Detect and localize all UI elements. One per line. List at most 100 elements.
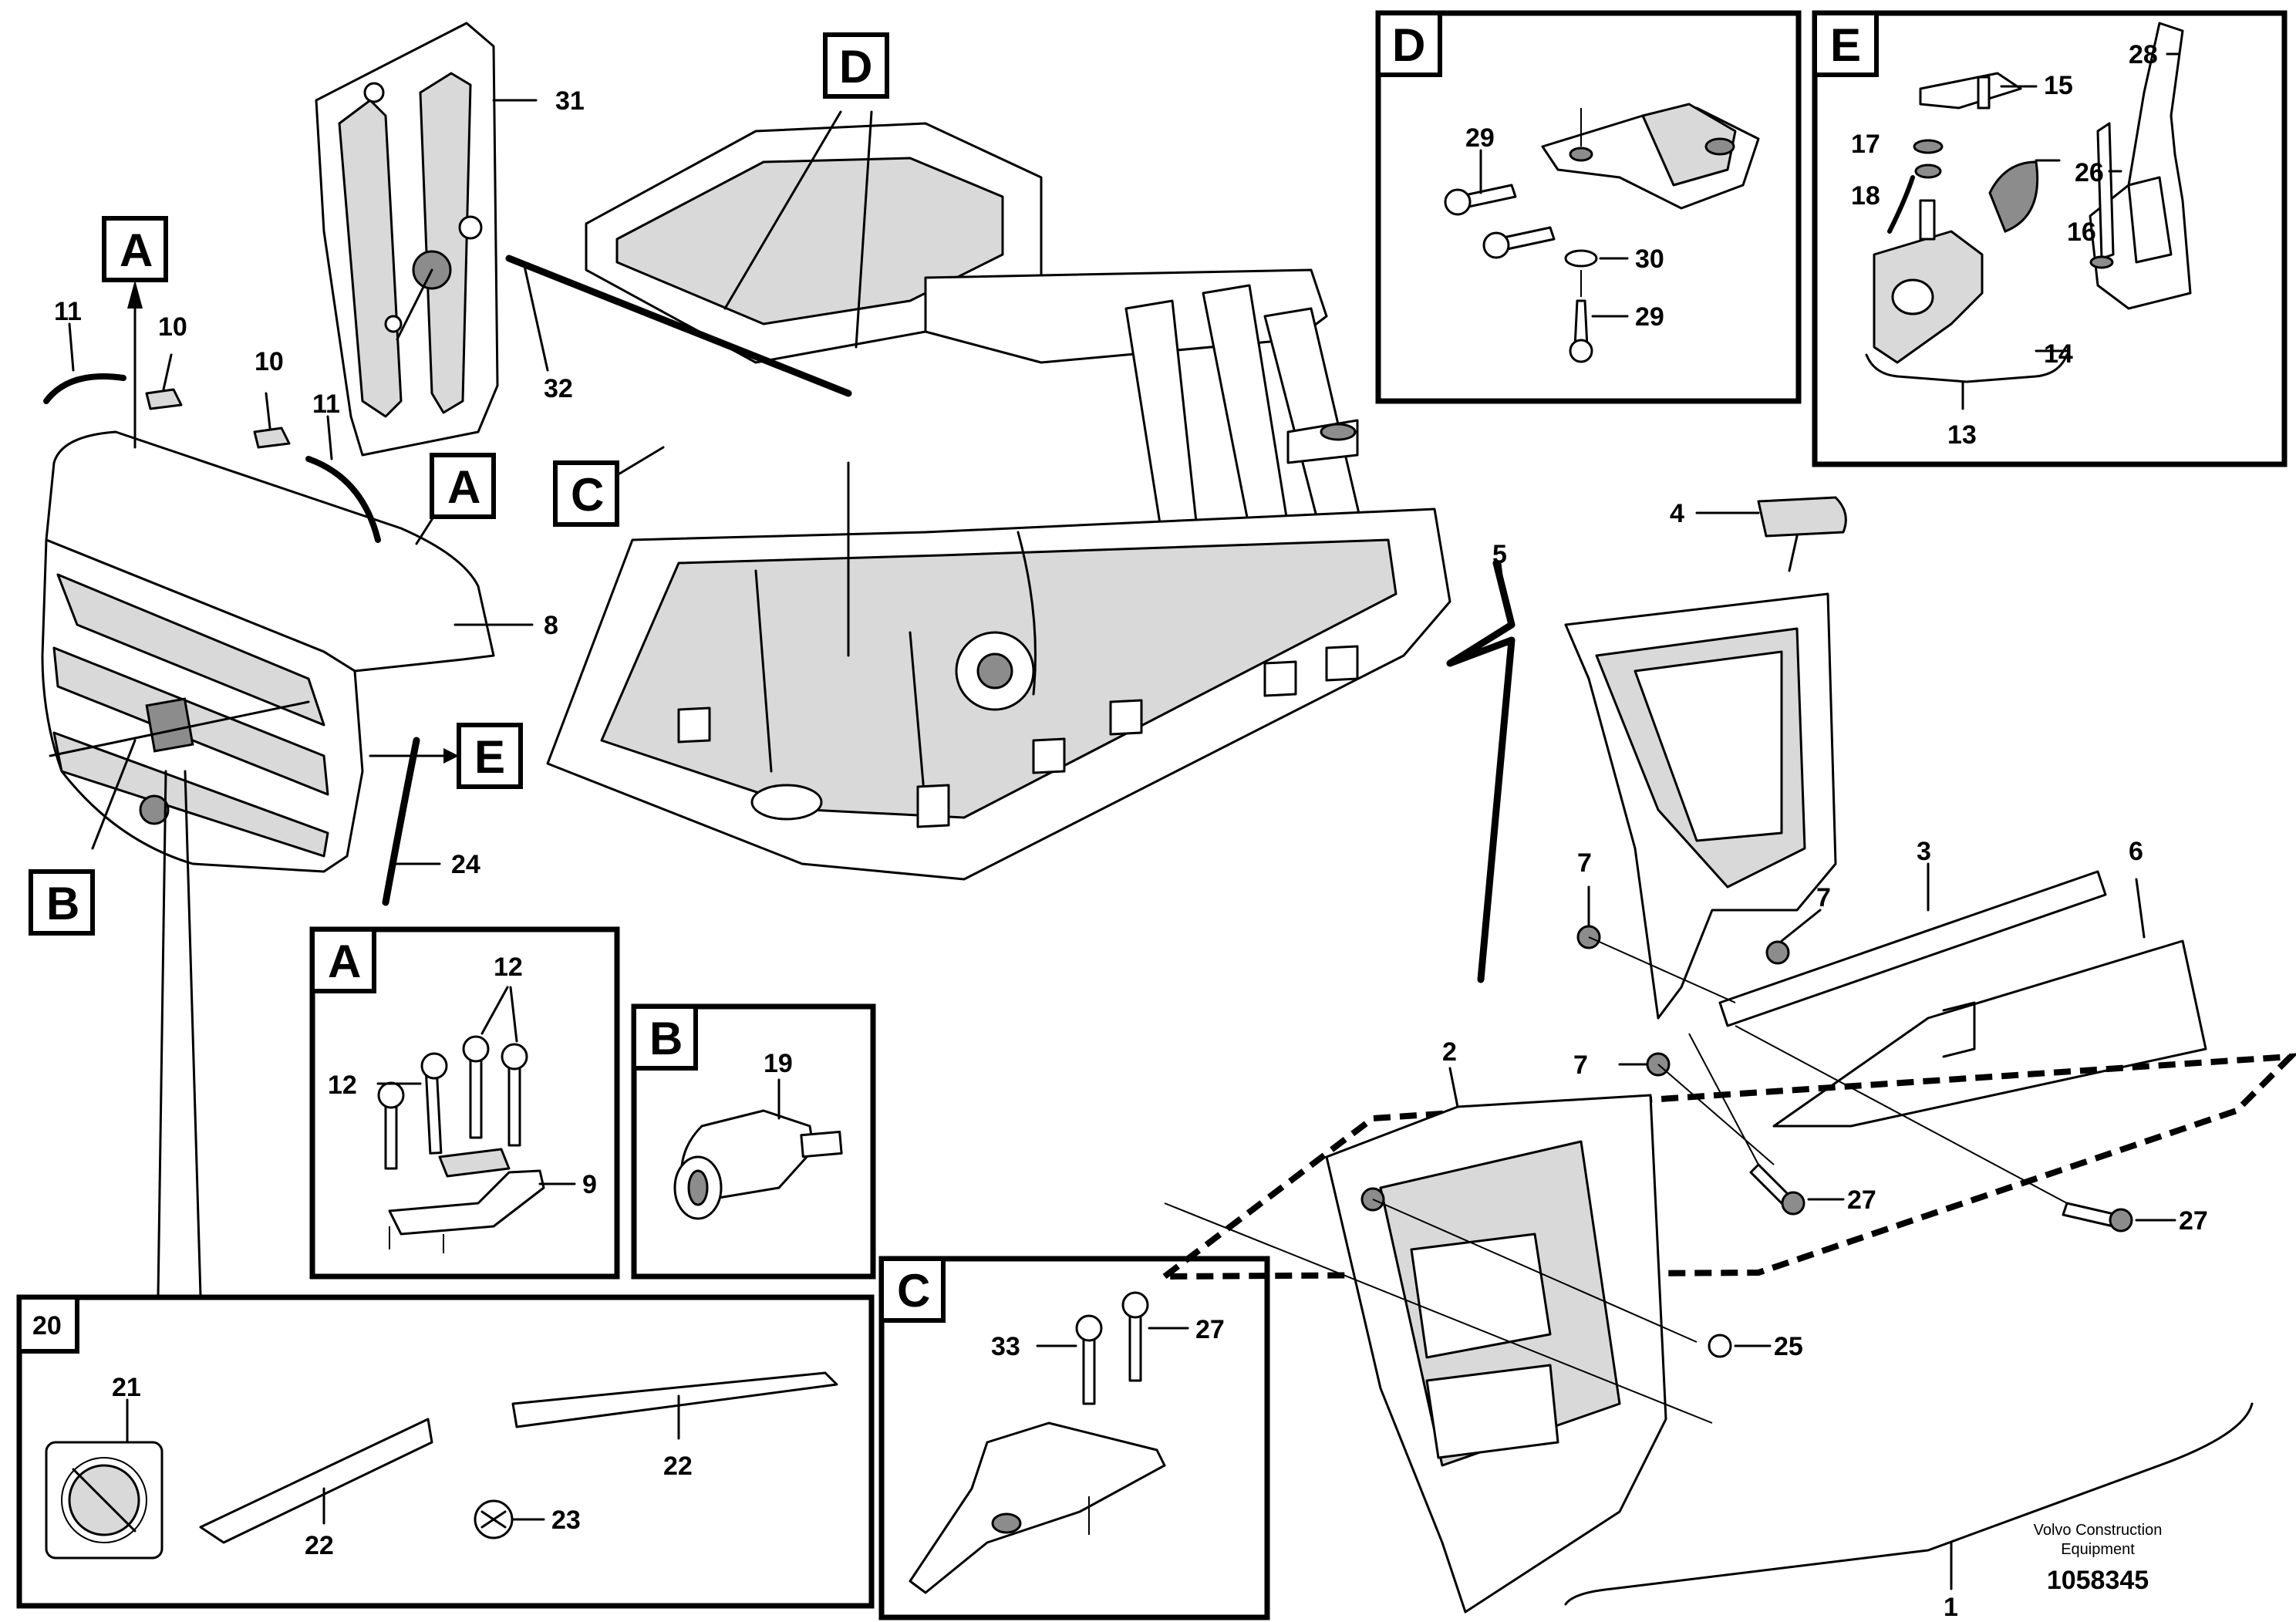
door-frame [1564,592,1837,1020]
label-7a: 7 [1577,848,1592,878]
label-21: 21 [112,1373,141,1402]
label-32: 32 [544,374,573,403]
callout-c-detail: C [879,1256,946,1323]
assembly-outline [1155,1053,2296,1280]
part-4-handle [1757,496,1847,572]
svg-text:C: C [897,1265,930,1317]
svg-text:E: E [1830,19,1861,71]
label-3: 3 [1917,837,1931,866]
part-1-bracket [1564,1402,2254,1606]
label-9: 9 [582,1170,597,1199]
label-22b: 22 [663,1452,693,1481]
label-12a: 12 [494,953,523,982]
callout-c-main[interactable]: C [553,460,619,527]
part-number-labels: 31 32 11 10 10 11 8 24 12 12 9 19 21 22 … [54,40,2208,1622]
callout-e-detail: E [1812,11,1879,77]
brand-line-1: Volvo Construction [2034,1522,2163,1539]
callout-d-main[interactable]: D [823,32,889,99]
label-4: 4 [1670,499,1684,528]
detail-e-parts [1873,22,2192,364]
part-21-emblem [45,1441,164,1560]
detail-20-label-box [17,1295,79,1354]
part-31-panel [315,22,499,457]
detail-c-frame [878,1256,1270,1620]
label-11a: 11 [54,297,82,326]
detail-b-frame [631,1003,876,1280]
part-19-lock [673,1109,843,1220]
callout-d-detail: D [1376,11,1442,77]
callout-b-detail: B [632,1004,698,1071]
svg-text:A: A [328,936,361,987]
label-33: 33 [991,1332,1020,1361]
detail-e-frame [1812,10,2288,467]
part-3-plate [1718,870,2107,1027]
part-27-bolt [1749,1163,2133,1233]
part-5-seal [1446,559,1515,983]
callout-a-top[interactable]: A [102,216,168,309]
part-6-plate [1772,939,2207,1128]
detail-d-parts [1444,103,1760,363]
label-26: 26 [2075,158,2104,187]
label-27b: 27 [1847,1185,1876,1215]
svg-text:B: B [46,878,79,929]
brand-line-2: Equipment [2061,1541,2135,1558]
drawing-number: 1058345 [2047,1566,2149,1595]
label-20: 20 [32,1311,62,1340]
svg-text:C: C [571,469,604,521]
label-29a: 29 [1465,123,1495,153]
part-7-nut [1576,925,1790,1077]
label-28: 28 [2129,40,2158,69]
part-22-trim [199,1371,838,1544]
label-11b: 11 [312,389,340,419]
label-5: 5 [1492,540,1507,569]
label-17: 17 [1851,130,1880,159]
svg-text:D: D [839,41,872,93]
callout-a-mid[interactable]: A [430,453,496,519]
part-8-front-panel [41,430,495,873]
label-23: 23 [551,1506,581,1535]
footer-brand: Volvo Construction Equipment 1058345 [2034,1522,2163,1595]
detail-c-parts [909,1291,1166,1594]
callout-a-detail: A [310,927,376,993]
detail-a-frame [309,926,620,1280]
label-30: 30 [1635,244,1664,274]
svg-text:E: E [474,731,505,783]
label-29b: 29 [1635,302,1664,332]
part-13-brace [1865,353,2068,383]
callout-b-main[interactable]: B [29,869,95,936]
label-27c: 27 [2179,1206,2208,1236]
detail-20-frame [16,1294,875,1609]
label-7b: 7 [1816,883,1831,912]
cab-frame [546,122,1451,881]
label-31: 31 [555,86,585,116]
label-1: 1 [1944,1593,1958,1622]
svg-text:A: A [447,461,480,513]
svg-text:D: D [1392,19,1425,71]
part-25-washer [1708,1334,1732,1358]
part-11-trim [43,322,381,543]
label-16: 16 [2067,218,2096,247]
label-8: 8 [544,611,558,640]
svg-text:A: A [120,224,153,276]
svg-text:B: B [649,1013,683,1064]
part-2-door-panel [1325,1094,1667,1614]
part-23-clip [474,1499,514,1539]
label-6: 6 [2129,837,2143,866]
label-18: 18 [1851,181,1880,211]
label-12b: 12 [328,1071,357,1100]
label-15: 15 [2044,71,2073,100]
detail-a-parts [377,1035,545,1253]
label-24: 24 [451,850,480,879]
label-10a: 10 [158,312,187,342]
label-22a: 22 [305,1531,334,1560]
label-27a: 27 [1195,1315,1225,1344]
label-7c: 7 [1573,1050,1588,1080]
callout-e-main[interactable]: E [443,723,523,789]
label-2: 2 [1442,1037,1457,1067]
label-10b: 10 [255,347,284,376]
label-25: 25 [1774,1332,1803,1361]
detail-d-frame [1375,10,1802,404]
label-13: 13 [1947,420,1977,450]
part-10-clip [145,353,291,449]
